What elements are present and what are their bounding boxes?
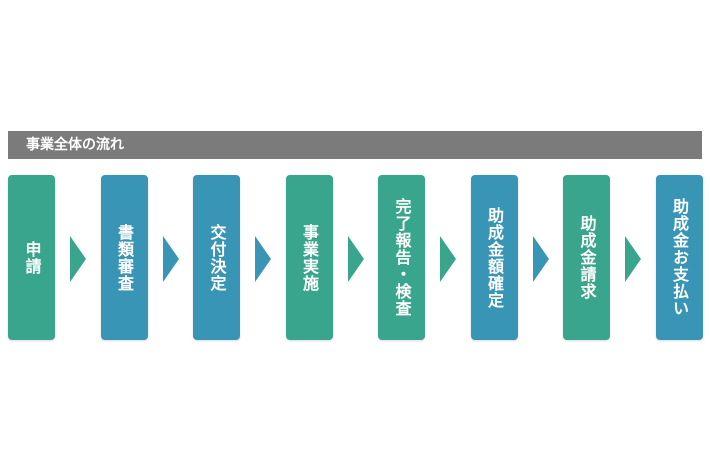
step-box: 交付決定: [193, 175, 240, 340]
step-box: 事業実施: [285, 175, 333, 340]
step-box: 申請: [8, 175, 55, 340]
arrow-right-icon: [162, 236, 179, 282]
arrow-right-icon: [625, 236, 641, 282]
arrow-right-icon: [532, 236, 549, 282]
step-box: 助成金額確定: [470, 175, 518, 340]
arrow-right-icon: [255, 236, 271, 282]
arrow-right-icon: [347, 236, 364, 282]
section-header: 事業全体の流れ: [8, 131, 702, 159]
step-box: 書類審査: [100, 175, 148, 340]
arrow-right-icon: [70, 236, 86, 282]
step-box: 助成金請求: [563, 175, 610, 340]
step-box: 完了報告・検査: [378, 175, 425, 340]
step-box: 助成金お支払い: [655, 175, 703, 340]
arrow-right-icon: [440, 236, 456, 282]
